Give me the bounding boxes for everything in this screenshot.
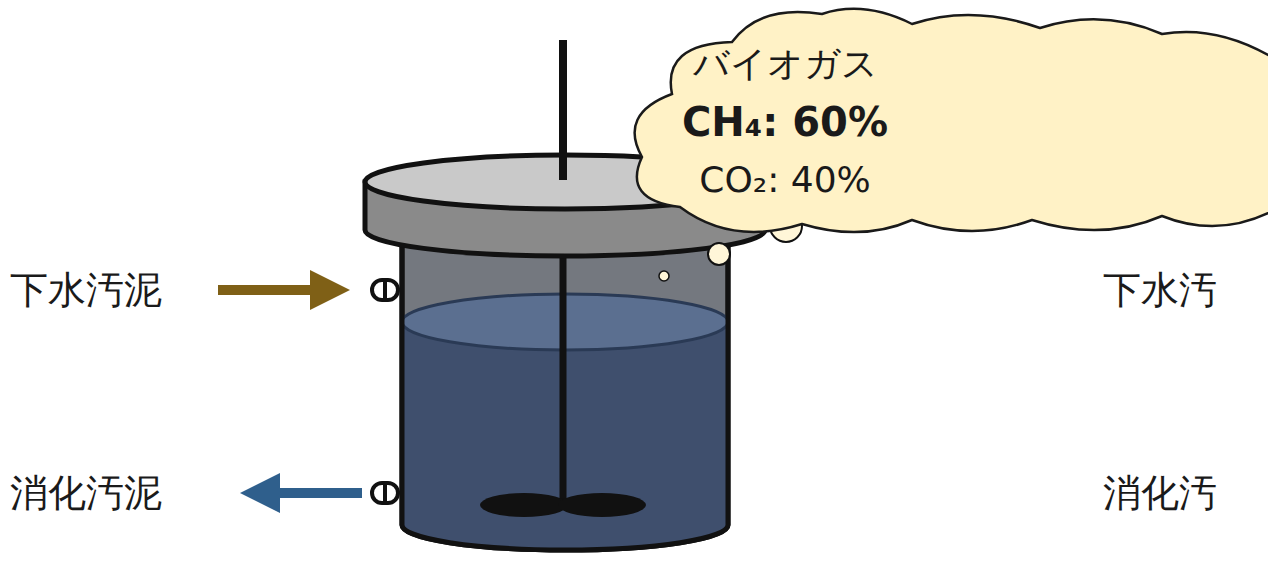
cloud-callout: バイオガス CH₄: 60% CO₂: 40%: [620, 2, 1268, 242]
impeller-blade: [480, 493, 568, 517]
gas-text: CO₂: 40%: [699, 160, 871, 200]
gas-text: CH₄: 60%: [682, 100, 888, 144]
gas-text: バイオガス: [693, 44, 878, 84]
flow-label: 消化汚: [1103, 474, 1217, 512]
inlet-port: [372, 280, 398, 300]
stirrer-shaft: [559, 40, 567, 180]
impeller-blade: [558, 493, 646, 517]
discharge-arrow: [260, 488, 362, 498]
flow-label: 消化汚泥: [10, 474, 162, 512]
flow-label: 下水汚: [1103, 271, 1217, 309]
gas-bubble: [708, 243, 730, 265]
feed-arrow: [218, 285, 330, 295]
cloud-text-column: バイオガス CH₄: 60% CO₂: 40%: [620, 2, 950, 242]
cloud-outline: [635, 9, 1268, 232]
gas-bubble: [659, 271, 669, 281]
tank-outline: [402, 230, 728, 550]
outlet-port: [372, 483, 398, 503]
tank-body: [402, 230, 728, 550]
flow-label: 下水汚泥: [10, 271, 162, 309]
stirrer-shaft: [560, 232, 567, 505]
